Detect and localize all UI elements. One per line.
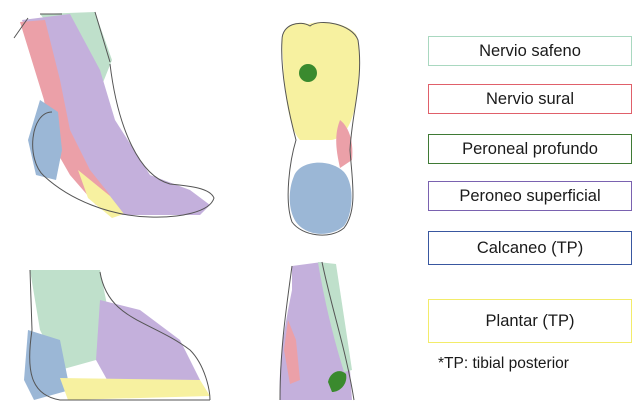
legend-item-sural: Nervio sural: [428, 84, 632, 114]
peroneal-profundo-zone-sole: [299, 64, 317, 82]
footnote: *TP: tibial posterior: [438, 355, 569, 373]
plantar-zone-medial: [60, 378, 210, 400]
legend-label-plantar: Plantar (TP): [486, 312, 575, 331]
legend-label-safeno: Nervio safeno: [479, 42, 581, 61]
legend-label-calcaneo: Calcaneo (TP): [477, 239, 583, 258]
calcaneo-zone-sole: [290, 163, 352, 234]
plantar-zone-sole: [282, 22, 360, 140]
legend-item-peroneal-profundo: Peroneal profundo: [428, 134, 632, 164]
legend-label-peroneo-superficial: Peroneo superficial: [459, 187, 600, 206]
legend-label-sural: Nervio sural: [486, 90, 574, 109]
legend-item-plantar: Plantar (TP): [428, 299, 632, 343]
foot-medial-view: [24, 270, 210, 400]
foot-lateral-view: [14, 12, 214, 218]
legend-item-safeno: Nervio safeno: [428, 36, 632, 66]
foot-plantar-view: [282, 22, 360, 235]
legend-item-peroneo-superficial: Peroneo superficial: [428, 181, 632, 211]
legend-item-calcaneo: Calcaneo (TP): [428, 231, 632, 265]
legend-label-peroneal-profundo: Peroneal profundo: [462, 140, 598, 159]
foot-dorsal-view: [280, 262, 354, 400]
